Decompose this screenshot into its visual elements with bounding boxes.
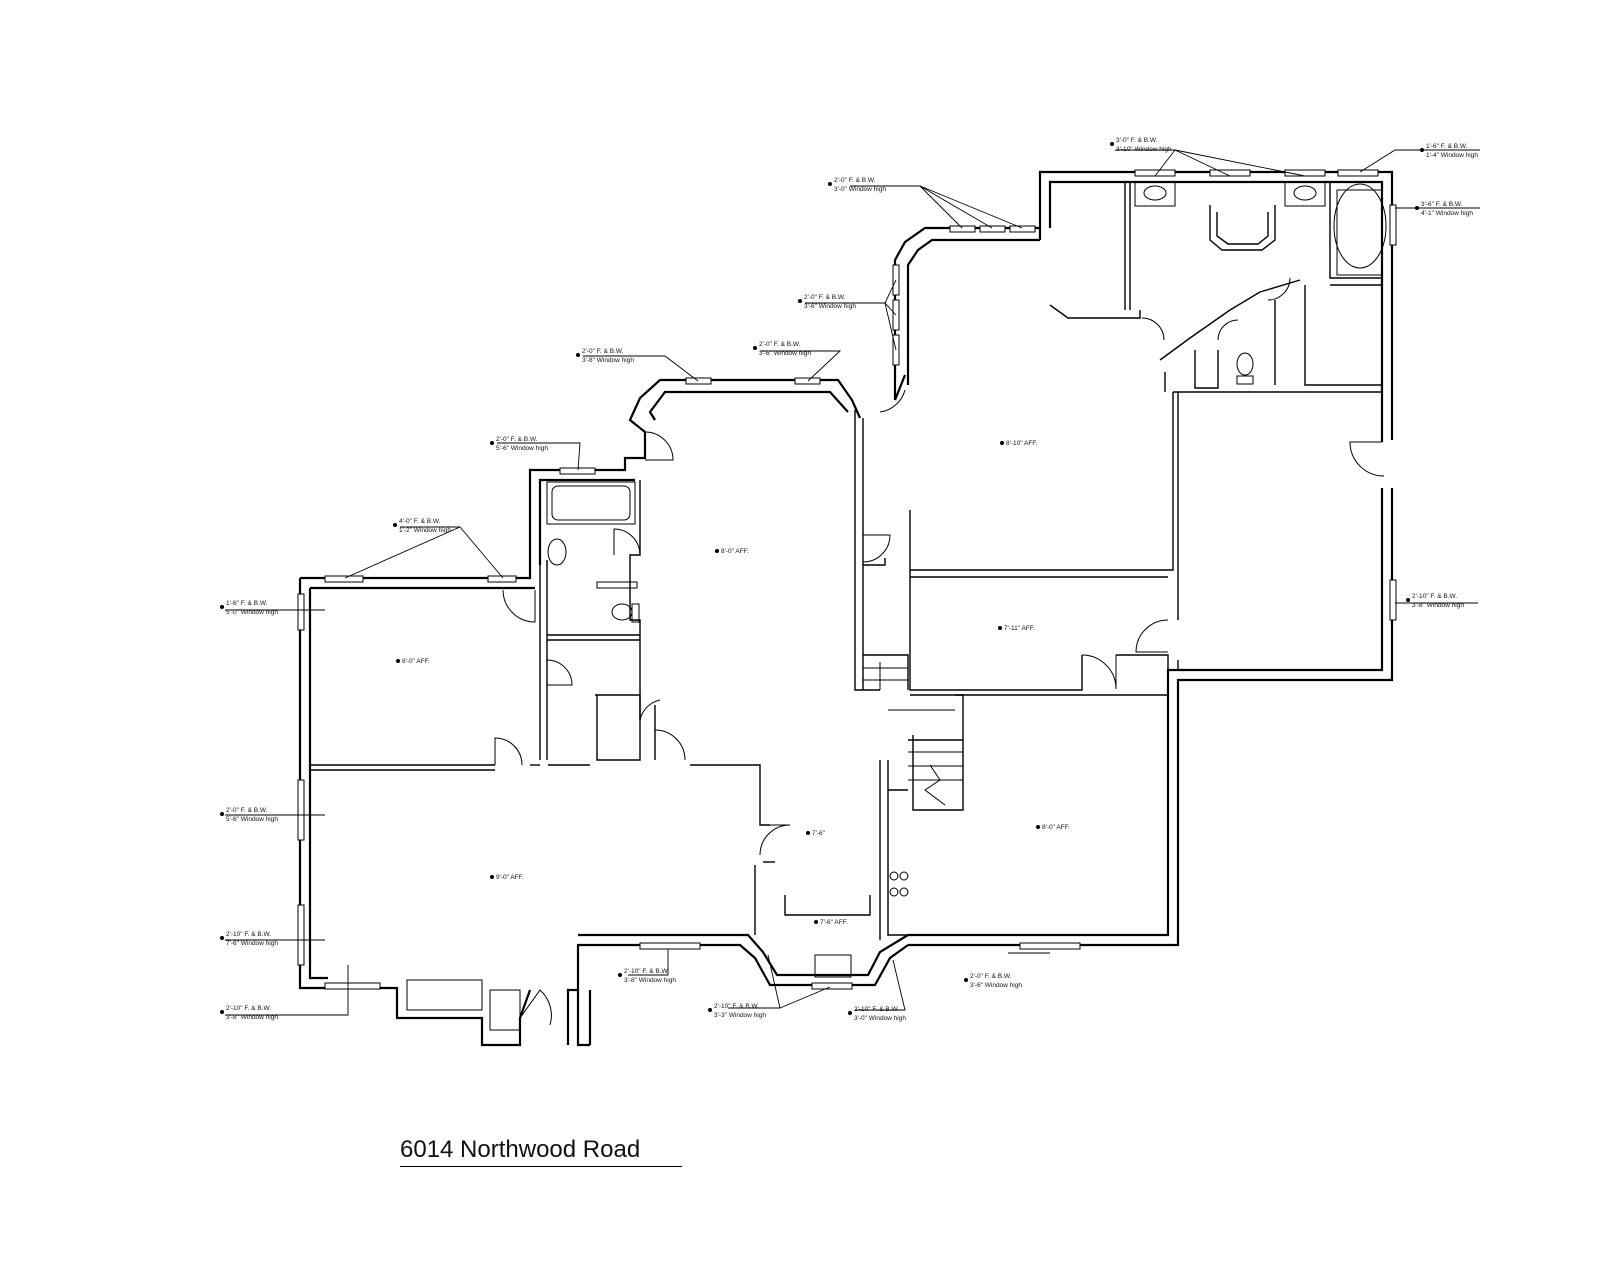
svg-text:2'-0" F. & B.W.: 2'-0" F. & B.W. (582, 348, 624, 355)
svg-text:4'-1" Window high: 4'-1" Window high (1421, 210, 1473, 217)
ceiling-note-hall: 7'-11" AFF. (998, 625, 1035, 632)
svg-text:5'-6" Window high: 5'-6" Window high (496, 445, 548, 452)
svg-text:5'-0" Window high: 5'-0" Window high (226, 609, 278, 616)
window-note-13: 2'-10" F. & B.W. 3'-8" Window high (220, 1005, 278, 1021)
ceiling-note-den: 8'-0" AFF. (1036, 824, 1070, 831)
ceiling-note-kitchen: 7'-6" AFF. (814, 919, 848, 926)
ceiling-notes: 8'-0" AFF. 9'-0" AFF. 8'-0" AFF. 8'-10" … (396, 440, 1070, 926)
svg-text:3'-6" F. & B.W.: 3'-6" F. & B.W. (1421, 201, 1463, 208)
svg-text:8'-0" AFF.: 8'-0" AFF. (1042, 824, 1070, 831)
svg-text:3'-8" Window high: 3'-8" Window high (624, 977, 676, 984)
svg-text:2'-0" F. & B.W.: 2'-0" F. & B.W. (226, 807, 268, 814)
svg-text:2'-10" F. & B.W.: 2'-10" F. & B.W. (1412, 593, 1457, 600)
svg-text:8'-0" AFF.: 8'-0" AFF. (402, 658, 430, 665)
ceiling-note-great-room: 8'-0" AFF. (715, 548, 749, 555)
ceiling-note-family: 8'-10" AFF. (1000, 440, 1038, 447)
windows (297, 169, 1397, 990)
svg-text:3'-6" Window high: 3'-6" Window high (759, 350, 811, 357)
svg-text:5'-6" Window high: 5'-6" Window high (226, 816, 278, 823)
svg-text:9'-0" AFF.: 9'-0" AFF. (496, 874, 524, 881)
svg-text:2'-0" F. & B.W.: 2'-0" F. & B.W. (804, 294, 846, 301)
svg-text:1'-6" F. & B.W.: 1'-6" F. & B.W. (226, 600, 268, 607)
doors (494, 277, 1385, 1026)
window-note-10: 1'-6" F. & B.W. 5'-0" Window high (220, 600, 278, 616)
window-note-14: 2'-10" F. & B.W. 3'-8" Window high (1406, 593, 1464, 609)
svg-text:3'-8" Window high: 3'-8" Window high (582, 357, 634, 364)
svg-text:1'-2" Window high: 1'-2" Window high (399, 527, 451, 534)
svg-text:3'-0" Window high: 3'-0" Window high (854, 1015, 906, 1022)
svg-text:1'-4" Window high: 1'-4" Window high (1426, 152, 1478, 159)
svg-text:2'-10" F. & B.W.: 2'-10" F. & B.W. (624, 968, 669, 975)
svg-text:2'-0" F. & B.W.: 2'-0" F. & B.W. (834, 177, 876, 184)
svg-text:2'-10" F. & B.W.: 2'-10" F. & B.W. (226, 1005, 271, 1012)
window-note-18: 2'-10" F. & B.W. 3'-0" Window high (848, 1006, 906, 1022)
svg-text:3'-8" Window high: 3'-8" Window high (1412, 602, 1464, 609)
svg-text:7'-11" AFF.: 7'-11" AFF. (1004, 625, 1035, 632)
window-note-15: 2'-10" F. & B.W. 3'-8" Window high (618, 968, 676, 984)
drawing-title: 6014 Northwood Road (400, 1136, 641, 1163)
ceiling-note-dining: 7'-6" (806, 830, 826, 837)
svg-text:7'-6" Window high: 7'-6" Window high (226, 940, 278, 947)
svg-text:2'-10" F. & B.W.: 2'-10" F. & B.W. (854, 1006, 899, 1013)
window-note-12: 2'-10" F. & B.W. 7'-6" Window high (220, 931, 278, 947)
svg-text:3'-6" Window high: 3'-6" Window high (970, 982, 1022, 989)
interior-walls (310, 182, 1387, 940)
title-underline (400, 1166, 682, 1167)
svg-text:8'-10" AFF.: 8'-10" AFF. (1006, 440, 1038, 447)
window-notes: 3'-0" F. & B.W. 3'-10" Window high 1'-6"… (220, 137, 1478, 1022)
svg-text:7'-6": 7'-6" (812, 830, 826, 837)
window-note-11: 2'-0" F. & B.W. 5'-6" Window high (220, 807, 278, 823)
svg-text:2'-0" F. & B.W.: 2'-0" F. & B.W. (970, 973, 1012, 980)
svg-text:3'-10" Window high: 3'-10" Window high (1116, 146, 1172, 153)
svg-text:4'-0" F. & B.W.: 4'-0" F. & B.W. (399, 518, 441, 525)
window-note-8: 2'-0" F. & B.W. 5'-6" Window high (490, 436, 548, 452)
leader-lines (225, 149, 1480, 1016)
svg-text:3'-6" Window high: 3'-6" Window high (804, 303, 856, 310)
svg-text:2'-10" F. & B.W.: 2'-10" F. & B.W. (714, 1003, 759, 1010)
stair (863, 662, 963, 806)
svg-text:1'-6" F. & B.W.: 1'-6" F. & B.W. (1426, 143, 1468, 150)
svg-text:7'-6" AFF.: 7'-6" AFF. (820, 919, 848, 926)
fixtures (406, 181, 1326, 1031)
window-note-6: 2'-0" F. & B.W. 3'-8" Window high (576, 348, 634, 364)
window-note-5: 2'-0" F. & B.W. 3'-6" Window high (798, 294, 856, 310)
window-note-7: 2'-0" F. & B.W. 3'-6" Window high (753, 341, 811, 357)
ceiling-note-bedroom-west: 8'-0" AFF. (396, 658, 430, 665)
svg-text:3'-0" F. & B.W.: 3'-0" F. & B.W. (1116, 137, 1158, 144)
window-note-3: 3'-6" F. & B.W. 4'-1" Window high (1415, 201, 1473, 217)
window-note-17: 2'-10" F. & B.W. 3'-3" Window high (708, 1003, 766, 1019)
svg-text:2'-10" F. & B.W.: 2'-10" F. & B.W. (226, 931, 271, 938)
window-note-16: 2'-0" F. & B.W. 3'-6" Window high (964, 973, 1022, 989)
svg-text:3'-3" Window high: 3'-3" Window high (714, 1012, 766, 1019)
svg-text:2'-0" F. & B.W.: 2'-0" F. & B.W. (496, 436, 538, 443)
ceiling-note-living: 9'-0" AFF. (490, 874, 524, 881)
svg-text:8'-0" AFF.: 8'-0" AFF. (721, 548, 749, 555)
svg-text:3'-0" Window high: 3'-0" Window high (834, 186, 886, 193)
svg-text:3'-8" Window high: 3'-8" Window high (226, 1014, 278, 1021)
window-note-2: 1'-6" F. & B.W. 1'-4" Window high (1420, 143, 1478, 159)
window-note-1: 3'-0" F. & B.W. 3'-10" Window high (1110, 137, 1172, 153)
window-note-9: 4'-0" F. & B.W. 1'-2" Window high (393, 518, 451, 534)
svg-text:2'-0" F. & B.W.: 2'-0" F. & B.W. (759, 341, 801, 348)
window-note-4: 2'-0" F. & B.W. 3'-0" Window high (828, 177, 886, 193)
